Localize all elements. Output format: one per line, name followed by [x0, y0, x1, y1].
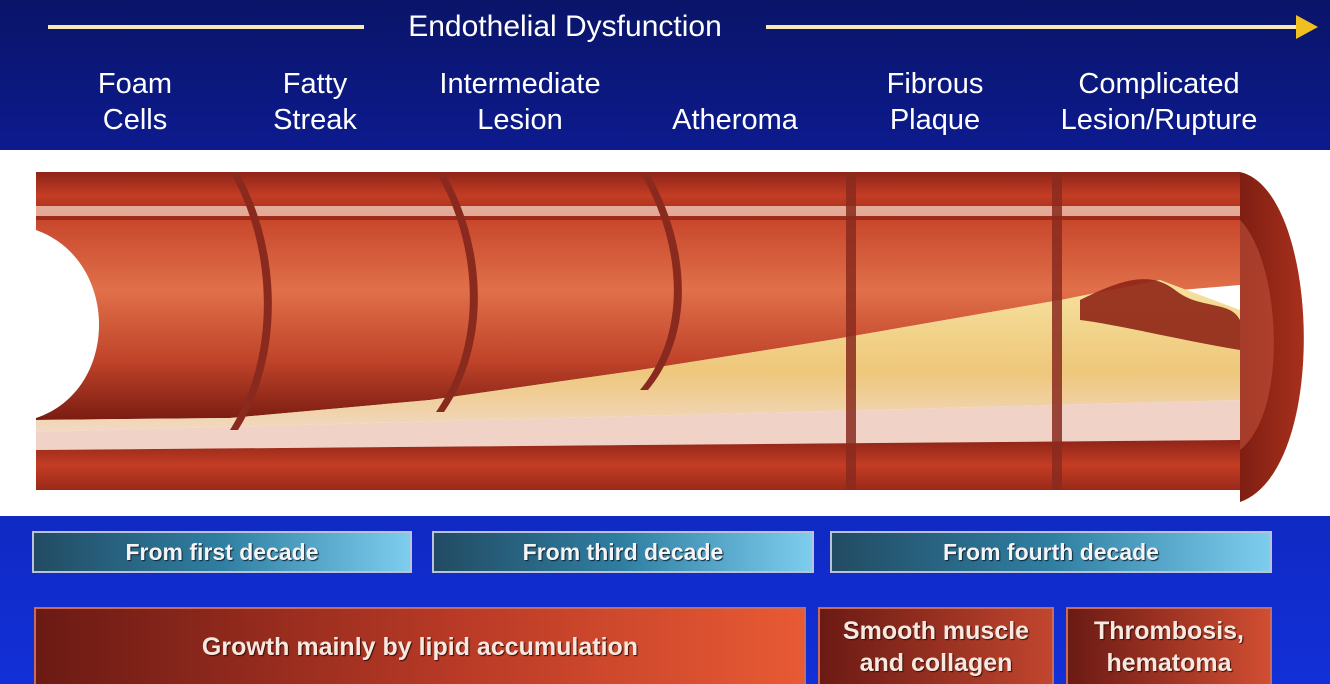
growth-thrombosis: Thrombosis, hematoma [1066, 607, 1272, 684]
arrow-line-left [48, 25, 364, 29]
stage-label-intermediate-lesion: Intermediate Lesion [410, 66, 630, 138]
stage-label-complicated-lesion: Complicated Lesion/Rupture [1034, 66, 1284, 138]
arrow-head-icon [1296, 15, 1318, 39]
artery-illustration-panel [0, 150, 1330, 516]
arrow-label: Endothelial Dysfunction [364, 8, 766, 46]
decade-third: From third decade [432, 531, 814, 573]
section-divider-5 [1052, 172, 1062, 490]
decade-fourth: From fourth decade [830, 531, 1272, 573]
decade-first: From first decade [32, 531, 412, 573]
stage-label-foam-cells: Foam Cells [60, 66, 210, 138]
artery-illustration [0, 150, 1330, 516]
arrow-line-right [766, 25, 1298, 29]
stage-label-fatty-streak: Fatty Streak [240, 66, 390, 138]
section-divider-4 [846, 172, 856, 490]
growth-smooth-muscle: Smooth muscle and collagen [818, 607, 1054, 684]
stage-label-atheroma: Atheroma [645, 102, 825, 138]
growth-lipid-accumulation: Growth mainly by lipid accumulation [34, 607, 806, 684]
stage-label-fibrous-plaque: Fibrous Plaque [850, 66, 1020, 138]
